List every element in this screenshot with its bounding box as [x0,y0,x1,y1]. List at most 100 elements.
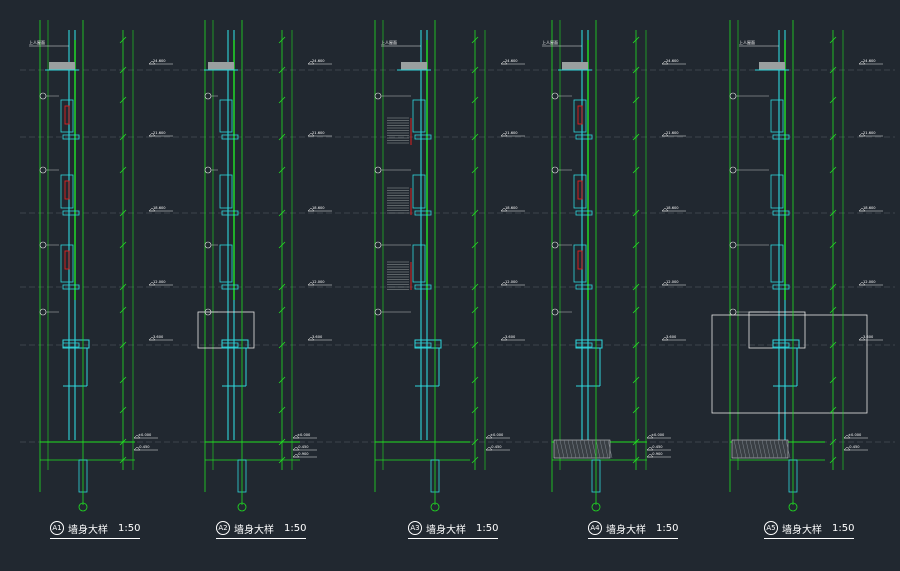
dimension-tick [471,306,479,314]
level-mark [858,60,866,65]
level-label: 24.600 [666,59,679,63]
level-mark [858,336,866,341]
gravel-hatch [553,439,613,459]
level-label: 3.600 [863,335,874,339]
level-mark [148,281,156,286]
level-mark [148,60,156,65]
dimension-tick [119,36,127,44]
sheet-title-text: 墙身大样 [606,524,646,536]
canopy [772,339,800,349]
window-box [60,244,74,283]
floor-slab [221,284,239,290]
level-label: 12.000 [153,280,166,284]
dimension-tick [829,66,837,74]
level-mark [307,207,315,212]
window-sash [577,180,583,200]
level-label: 24.600 [153,59,166,63]
dimension-tick [632,376,640,384]
window-box [219,244,233,283]
level-mark [661,281,669,286]
sheet-scale: 1:50 [832,522,855,534]
base-frame-large [711,314,868,414]
level-mark [858,281,866,286]
dimension-tick [278,376,286,384]
window-box [412,174,426,209]
dimension-tick [278,36,286,44]
stair-hatch [387,187,412,215]
dimension-tick [632,406,640,414]
level-label: -0.450 [138,445,150,449]
dimension-tick [829,456,837,464]
roof-note: 上人屋面 [542,39,558,45]
canopy [414,339,442,349]
roof-slab [759,62,785,70]
dimension-tick [632,36,640,44]
detail-callout-bubble [39,92,47,100]
level-label: ±0.000 [297,433,311,437]
detail-callout-bubble [39,166,47,174]
dimension-tick [829,406,837,414]
dimension-tick [278,209,286,217]
floor-slab [575,284,593,290]
level-label: 21.600 [312,131,325,135]
dimension-tick [278,166,286,174]
dimension-tick [119,306,127,314]
level-label: -0.450 [848,445,860,449]
detail-callout-bubble [729,92,737,100]
dimension-tick [632,241,640,249]
title-underline [216,538,307,539]
dimension-tick [632,66,640,74]
level-mark [843,434,851,439]
level-mark [292,446,300,451]
dimension-tick [471,209,479,217]
level-mark [133,446,141,451]
level-mark [646,446,654,451]
window-box [219,174,233,209]
detail-callout-bubble [729,166,737,174]
floor-slab [414,210,432,216]
dimension-tick [278,133,286,141]
title-underline [408,538,499,539]
window-sash [577,250,583,270]
title-underline [588,538,679,539]
sheet-id-bubble: A2 [216,521,230,535]
detail-callout-bubble [204,166,212,174]
detail-callout-bubble [551,308,559,316]
window-box [60,99,74,133]
level-label: 18.600 [505,206,518,210]
level-label: 12.000 [505,280,518,284]
dimension-tick [829,306,837,314]
level-label: ±0.000 [138,433,152,437]
level-mark [148,207,156,212]
dimension-tick [119,133,127,141]
dimension-tick [471,36,479,44]
level-label: 12.000 [312,280,325,284]
level-mark [485,434,493,439]
level-mark [661,60,669,65]
window-sash [577,105,583,125]
level-mark [858,207,866,212]
dimension-tick [829,96,837,104]
sheet-scale: 1:50 [284,522,307,534]
level-mark [500,60,508,65]
stair-hatch [387,261,412,290]
floor-slab [414,284,432,290]
detail-callout-bubble [551,166,559,174]
dimension-tick [119,376,127,384]
dimension-tick [632,166,640,174]
level-mark [292,434,300,439]
detail-callout-bubble [204,241,212,249]
window-box [573,174,587,209]
window-box [770,244,784,283]
title-underline [50,538,141,539]
floor-slab [221,134,239,140]
level-label: -0.900 [651,452,663,456]
roof-note: 上人屋面 [29,39,45,45]
roof-note: 上人屋面 [739,39,755,45]
dimension-tick [829,283,837,291]
detail-callout-bubble [551,241,559,249]
detail-callout-bubble [39,241,47,249]
level-label: 12.000 [863,280,876,284]
level-label: 21.600 [153,131,166,135]
